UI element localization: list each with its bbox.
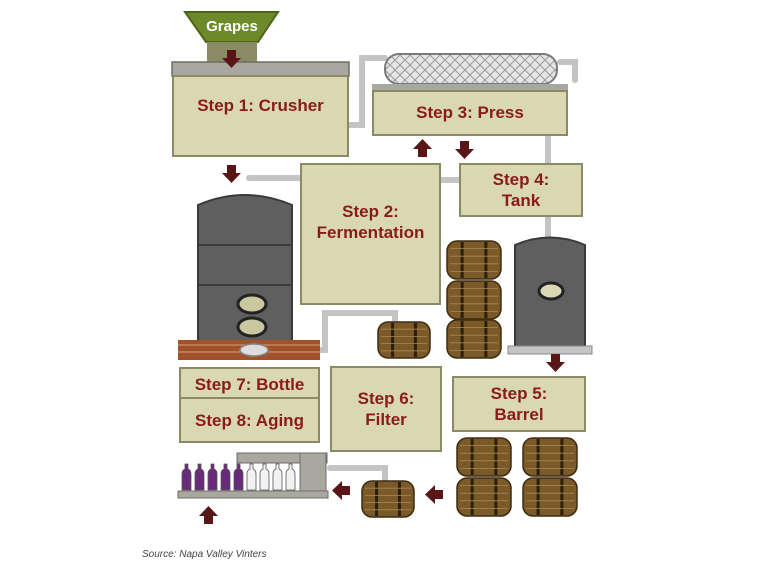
step-8-label: Step 8: Aging [195,411,304,430]
barrel-icon [377,321,431,359]
step-8-aging-box: Step 8: Aging [179,397,320,443]
source-caption: Source: Napa Valley Vinters [142,549,267,560]
step-5-label-line2: Barrel [494,405,544,424]
step-6-label-line1: Step 6: [357,389,415,408]
barrel-icon [446,240,502,280]
storage-tank [507,236,593,355]
step-5-label-line1: Step 5: [490,384,548,403]
step-2-fermentation-box: Step 2: Fermentation [300,163,441,305]
bottle-icon [285,463,296,491]
step-4-label-line2: Tank [501,191,541,210]
barrel-icon [446,280,502,320]
bottle-icon [272,463,283,491]
step-3-label: Step 3: Press [416,103,524,122]
bottles [181,463,296,491]
grapes-label: Grapes [206,18,258,35]
press-drum [372,53,568,92]
barrel-icon [446,319,502,359]
fermentation-tank [178,194,320,360]
pipes [246,55,578,483]
step-3-press-box: Step 3: Press [372,90,568,136]
step-7-label: Step 7: Bottle [194,375,305,394]
barrel-icon [456,437,512,477]
barrel-icon [522,437,578,477]
bottle-icon [233,463,244,491]
step-6-label-line2: Filter [365,410,407,429]
bottle-icon [220,463,231,491]
barrel-icon [456,477,512,517]
barrel-stacks [361,240,578,518]
step-1-label: Step 1: Crusher [197,96,324,115]
crusher-top-bar [171,61,350,77]
step-4-tank-box: Step 4: Tank [459,163,583,217]
barrel-icon [522,477,578,517]
bottle-icon [194,463,205,491]
step-5-barrel-box: Step 5: Barrel [452,376,586,432]
flow-arrows [199,50,565,524]
bottle-icon [207,463,218,491]
bottle-icon [259,463,270,491]
barrel-icon [361,480,415,518]
step-7-bottle-box: Step 7: Bottle [179,367,320,399]
bottle-icon [181,463,192,491]
step-4-label-line1: Step 4: [492,170,550,189]
step-1-crusher-box: Step 1: Crusher [172,75,349,157]
step-2-label-line2: Fermentation [316,223,425,242]
step-6-filter-box: Step 6: Filter [330,366,442,452]
bottling-line [177,452,329,499]
bottle-icon [246,463,257,491]
step-2-label-line1: Step 2: [342,202,399,221]
